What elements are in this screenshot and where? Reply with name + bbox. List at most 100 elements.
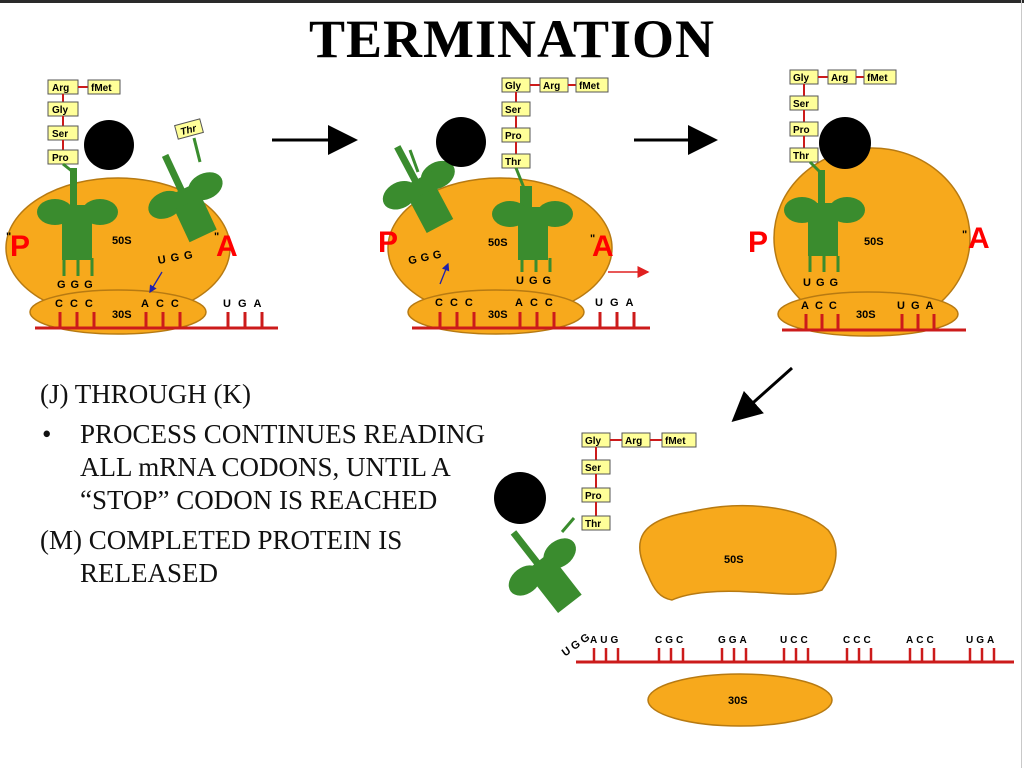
pairing-arrow — [149, 271, 163, 294]
site-a-label: A — [216, 230, 238, 263]
svg-text:Pro: Pro — [505, 131, 522, 142]
peptide-chain-1: Arg fMet Gly Ser Pro Thr — [47, 79, 204, 174]
label-50s: 50S — [112, 235, 132, 247]
slide-title: TERMINATION — [308, 9, 716, 69]
description-text: (J) THROUGH (K) • PROCESS CONTINUES READ… — [40, 378, 490, 590]
completed-protein: Gly Arg fMet Ser Pro Thr — [581, 432, 697, 531]
trna-released — [508, 530, 582, 614]
svg-text:Pro: Pro — [52, 153, 69, 164]
svg-text:Thr: Thr — [179, 123, 198, 138]
svg-text:Ser: Ser — [585, 463, 601, 474]
mrna-stop-codon: UGA — [595, 297, 640, 309]
mrna-codon-ticks — [592, 648, 996, 662]
svg-text:Pro: Pro — [585, 491, 602, 502]
ribosome-30s — [407, 289, 585, 335]
release-factor-dot — [436, 117, 486, 167]
svg-text:Ser: Ser — [505, 105, 521, 116]
mrna-codon-gga: GGA — [718, 635, 750, 646]
label-30s: 30S — [488, 309, 508, 321]
release-factor-dot — [84, 120, 134, 170]
site-p-label: P — [378, 226, 398, 259]
site-a-label: A — [592, 230, 614, 263]
mrna-codon-acc: ACC — [801, 300, 843, 312]
mrna-codon-ccc: CCC — [843, 635, 874, 646]
trna-p-site — [492, 186, 573, 260]
svg-text:Arg: Arg — [52, 83, 69, 94]
mrna-codon-ticks — [438, 312, 636, 328]
step-arrow-3 — [731, 366, 793, 422]
peptide-chain-2: Gly Arg fMet Ser Pro Thr — [501, 77, 609, 189]
mrna-codon-ticks — [58, 312, 264, 328]
bullet-text: PROCESS CONTINUES READING ALL mRNA CODON… — [80, 419, 486, 515]
anticodon-ggg: GGG — [57, 279, 98, 291]
mrna-codon-acc: ACC — [906, 635, 937, 646]
anticodon-ugg: UGG — [803, 277, 843, 289]
trna-p-site — [37, 168, 118, 260]
mrna-codon-ccc: CCC — [435, 297, 480, 309]
svg-text:fMet: fMet — [579, 81, 600, 92]
step-heading: (J) THROUGH (K) — [40, 379, 251, 409]
mrna-codon-ucc: UCC — [780, 635, 811, 646]
release-factor-dot — [819, 117, 871, 169]
svg-text:Gly: Gly — [52, 105, 69, 116]
label-50s: 50S — [488, 237, 508, 249]
site-quote-mark: " — [962, 229, 967, 241]
svg-text:Pro: Pro — [793, 125, 810, 136]
bullet-symbol: • — [42, 419, 52, 449]
site-quote-mark: " — [6, 231, 11, 243]
step-m-text: (M) COMPLETED PROTEIN IS RELEASED — [40, 525, 403, 588]
svg-text:Arg: Arg — [625, 436, 642, 447]
svg-text:fMet: fMet — [867, 73, 888, 84]
mrna-codon-acc: ACC — [141, 298, 186, 310]
anticodon-ugg: UGG — [516, 275, 556, 287]
svg-text:Ser: Ser — [793, 99, 809, 110]
svg-text:Thr: Thr — [793, 151, 809, 162]
site-p-label: P — [10, 230, 30, 263]
site-p-label: P — [748, 226, 768, 259]
svg-text:Arg: Arg — [831, 73, 848, 84]
panel-3: 50S 30S ACC UGA UGG Gly Arg fMet — [748, 69, 990, 337]
site-quote-mark: " — [214, 231, 219, 243]
site-a-label: A — [968, 222, 990, 255]
trna-exiting — [382, 145, 455, 234]
mrna-codon-ticks — [804, 314, 936, 330]
svg-text:Ser: Ser — [52, 129, 68, 140]
label-50s: 50S — [864, 236, 884, 248]
mrna-stop-codon: UGA — [223, 298, 268, 310]
svg-text:fMet: fMet — [665, 436, 686, 447]
site-quote-mark: " — [590, 233, 595, 245]
trna-stem — [408, 149, 420, 173]
right-border — [1021, 0, 1022, 768]
peptide-chain-3: Gly Arg fMet Ser Pro Thr — [789, 69, 897, 174]
release-factor-dot — [494, 472, 546, 524]
top-border — [0, 0, 1024, 3]
exit-arrow — [439, 262, 450, 285]
panel-2: 50S 30S CCC ACC UGA GGG — [378, 77, 650, 335]
svg-text:fMet: fMet — [91, 83, 112, 94]
label-50s: 50S — [724, 554, 744, 566]
mrna-stop-codon: UGA — [966, 635, 997, 646]
svg-text:Thr: Thr — [585, 519, 601, 530]
mrna-codon-aug: AUG — [590, 635, 621, 646]
ribosome-50s-released — [639, 505, 837, 601]
label-30s: 30S — [112, 309, 132, 321]
mrna-codon-acc: ACC — [515, 297, 560, 309]
svg-text:Gly: Gly — [505, 81, 522, 92]
mrna-stop-codon: UGA — [897, 300, 939, 312]
mrna-codon-cgc: CGC — [655, 635, 686, 646]
mrna-codon-ccc: CCC — [55, 298, 100, 310]
trna-stem — [560, 517, 576, 533]
panel-1: 50S 30S CCC ACC UGA GGG — [5, 79, 278, 335]
label-30s: 30S — [728, 695, 748, 707]
trna-a-site-thr — [148, 153, 223, 243]
svg-text:Thr: Thr — [505, 157, 521, 168]
panel-4: 50S 30S AUG CGC GGA UCC CCC ACC UGA — [494, 432, 1014, 727]
bullet-point: • PROCESS CONTINUES READING ALL mRNA COD… — [40, 418, 490, 517]
svg-text:Arg: Arg — [543, 81, 560, 92]
trna-p-site — [784, 170, 865, 256]
label-30s: 30S — [856, 309, 876, 321]
ribosome-30s-released — [647, 673, 833, 727]
svg-text:Gly: Gly — [585, 436, 602, 447]
svg-text:Gly: Gly — [793, 73, 810, 84]
